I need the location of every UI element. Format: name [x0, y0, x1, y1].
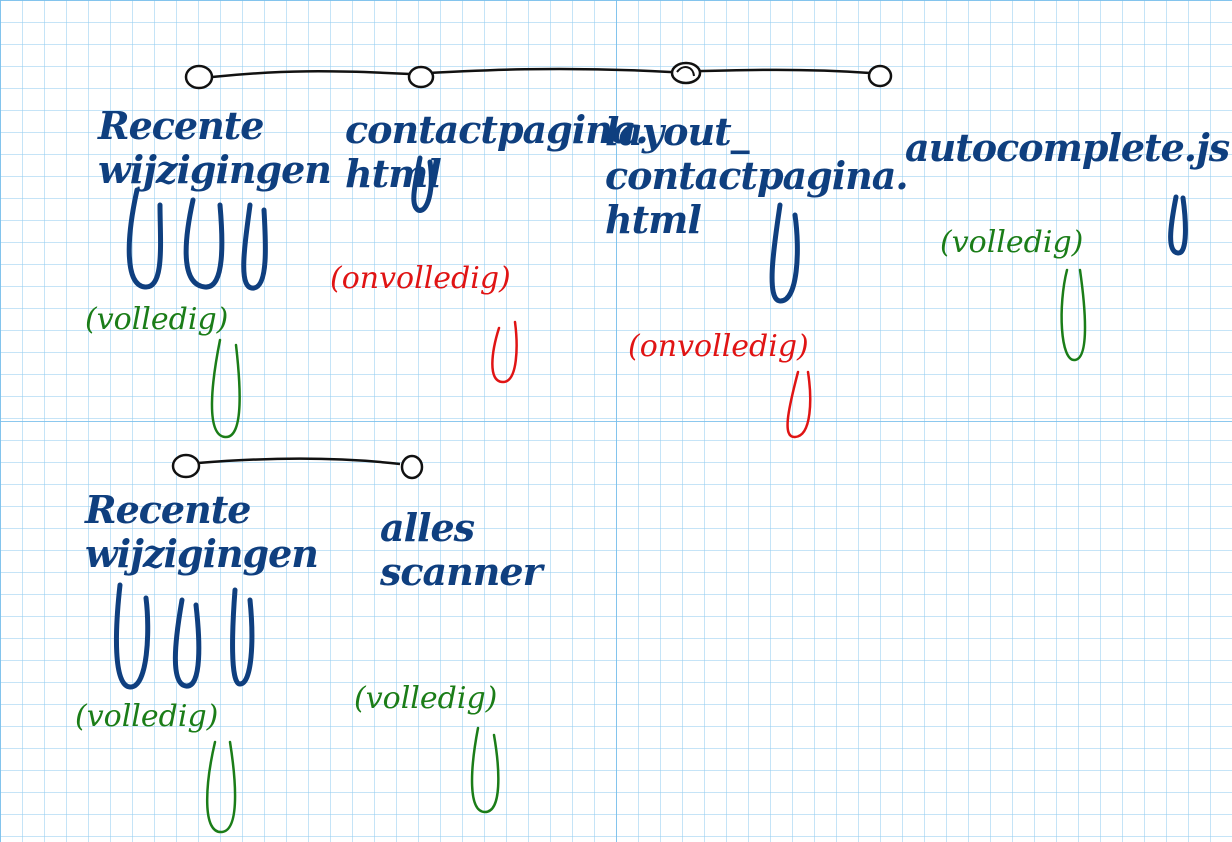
timeline-node-5	[171, 453, 201, 479]
status-label-3: (onvolledig)	[628, 329, 809, 364]
timeline-node-1	[184, 64, 214, 90]
node-title-layout-contactpagina: layout_ contactpagina. html	[605, 109, 909, 242]
timeline-node-6	[400, 454, 424, 480]
status-label-2: (onvolledig)	[330, 261, 511, 296]
status-label-4: (volledig)	[940, 225, 1084, 260]
node-title-recente-wijzigingen-1: Recente wijzigingen	[98, 103, 332, 192]
timeline-line-row2	[197, 457, 401, 466]
status-label-1: (volledig)	[85, 302, 229, 337]
node-title-autocomplete: autocomplete.js	[905, 125, 1230, 170]
node-title-alles-scanner: alles scanner	[380, 505, 543, 594]
node-title-contactpagina: contactpagina. html	[345, 107, 649, 196]
timeline-node-2	[407, 65, 435, 89]
timeline-line-row1	[211, 67, 871, 79]
timeline-node-4	[867, 64, 893, 88]
node-title-recente-wijzigingen-2: Recente wijzigingen	[85, 487, 319, 576]
status-label-6: (volledig)	[354, 681, 498, 716]
status-label-5: (volledig)	[75, 699, 219, 734]
timeline-node-3	[670, 61, 702, 85]
